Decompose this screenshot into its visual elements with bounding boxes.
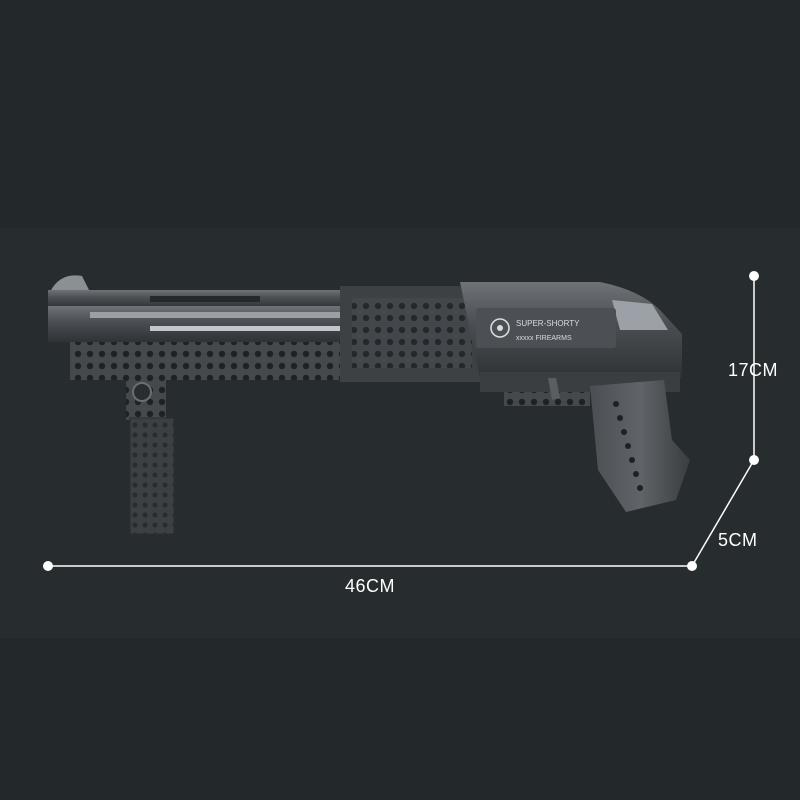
dimension-lines xyxy=(43,271,759,571)
technic-beam xyxy=(70,342,360,380)
trigger xyxy=(548,378,560,400)
grip-pivot xyxy=(132,382,152,402)
shotgun-model: SUPER-SHORTY xxxxx FIREARMS xyxy=(48,275,690,535)
depth-dimension-label: 5CM xyxy=(718,530,758,550)
height-dimension-label: 17CM xyxy=(728,360,779,380)
dim-dot-top xyxy=(749,271,759,281)
engraving-line2: xxxxx FIREARMS xyxy=(516,335,572,342)
logo-icon-center xyxy=(497,325,503,331)
dim-dot-left xyxy=(43,561,53,571)
front-grip-edge xyxy=(129,417,175,535)
muzzle-cap xyxy=(50,275,90,292)
engraving-line1: SUPER-SHORTY xyxy=(516,319,580,328)
receiver-details xyxy=(352,298,472,368)
depth-line xyxy=(691,459,755,567)
engraving-plate xyxy=(476,308,616,348)
front-grip xyxy=(130,418,174,534)
rear-highlight xyxy=(612,300,668,330)
pistol-grip-holes xyxy=(613,401,643,491)
dim-dot-mid xyxy=(749,455,759,465)
pistol-grip xyxy=(590,380,690,512)
dim-dot-corner xyxy=(687,561,697,571)
logo-icon xyxy=(490,318,510,338)
barrel-highlight-lower xyxy=(150,326,340,331)
trigger-guard xyxy=(504,392,590,406)
rail-slot xyxy=(150,296,260,302)
barrel xyxy=(48,306,348,342)
barrel-highlight xyxy=(90,312,340,318)
length-dimension-label: 46CM xyxy=(345,576,396,596)
